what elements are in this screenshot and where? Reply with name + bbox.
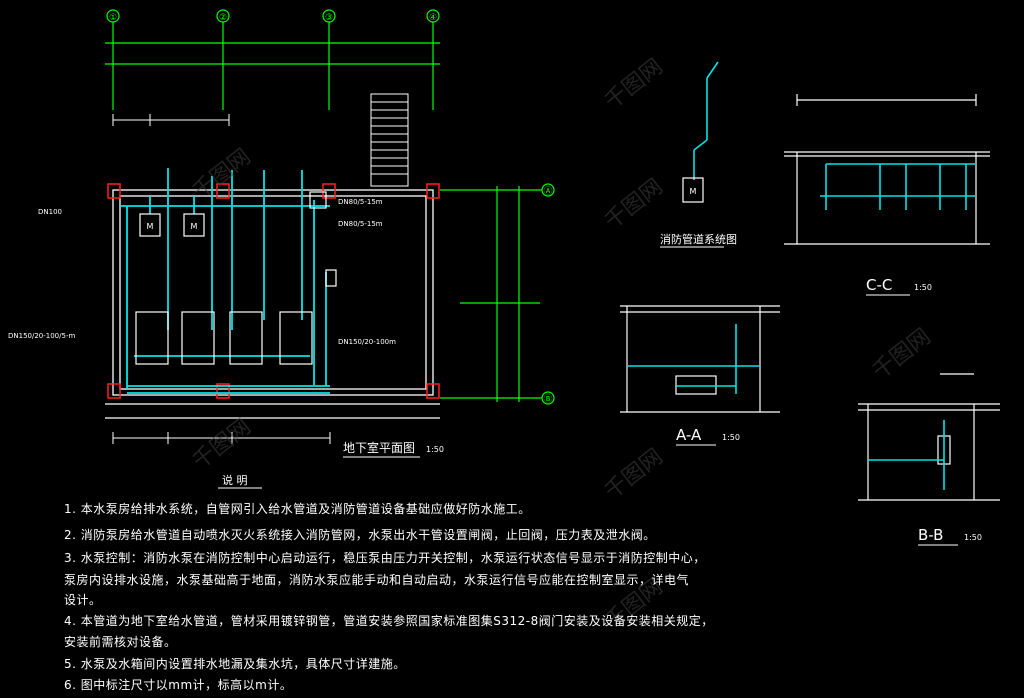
- note-item: 1. 本水泵房给排水系统，自管网引入给水管道及消防管道设备基础应做好防水施工。: [64, 502, 531, 516]
- row-mark-b: Ⓑ: [543, 394, 552, 405]
- row-mark-a: Ⓐ: [543, 186, 552, 197]
- note-item: 设计。: [64, 593, 102, 607]
- plan-scale: 1:50: [426, 445, 444, 454]
- axis-mark-2: ②: [219, 13, 227, 23]
- plan-title: 地下室平面图: [343, 440, 415, 455]
- axis-mark-1: ①: [109, 13, 117, 23]
- axis-mark-3: ③: [325, 13, 333, 23]
- watermark-7: 千图网: [868, 324, 935, 384]
- watermark-4: 千图网: [188, 414, 255, 474]
- watermark-2: 千图网: [600, 174, 667, 234]
- axis-grid-top: [105, 9, 440, 110]
- note-item: 安装前需核对设备。: [64, 635, 177, 649]
- plan-walls: [105, 189, 440, 419]
- aa-scale: 1:50: [722, 433, 740, 442]
- riser-diagram: [682, 61, 719, 203]
- note-item: 3. 水泵控制：消防水泵在消防控制中心启动运行，稳压泵由压力开关控制，水泵运行状…: [64, 551, 706, 565]
- plan-equipment: [135, 191, 337, 365]
- axis-marks: ① ② ③ ④: [109, 13, 437, 23]
- note-item: 5. 水泵及水箱间内设置排水地漏及集水坑，具体尺寸详建施。: [64, 657, 406, 671]
- watermarks: 千图网 千图网 千图网 千图网 千图网 千图网 千图网: [188, 54, 935, 634]
- note-item: 6. 图中标注尺寸以mm计，标高以m计。: [64, 678, 293, 692]
- plan-pipes: [120, 168, 330, 394]
- dimension-line-top: [112, 114, 230, 126]
- stair: [370, 93, 409, 187]
- equipment-tag-2: M: [191, 222, 198, 231]
- bb-title: B-B: [918, 526, 943, 544]
- pipe-label-4: DN150/20-100/5-m: [8, 332, 75, 340]
- riser-eq-tag: M: [690, 187, 697, 196]
- watermark-5: 千图网: [600, 444, 667, 504]
- section-aa: [620, 305, 780, 413]
- riser-title: 消防管道系统图: [660, 232, 737, 246]
- bb-scale: 1:50: [964, 533, 982, 542]
- aa-title: A-A: [676, 426, 702, 444]
- equipment-tag-1: M: [147, 222, 154, 231]
- pipe-label-2: DN80/5-15m: [338, 198, 383, 206]
- cc-scale: 1:50: [914, 283, 932, 292]
- structural-columns: [107, 183, 440, 399]
- note-item: 2. 消防泵房给水管道自动喷水灭火系统接入消防管网，水泵出水干管设置闸阀，止回阀…: [64, 528, 656, 542]
- watermark-1: 千图网: [600, 54, 667, 114]
- section-cc: [784, 94, 990, 245]
- note-item: 4. 本管道为地下室给水管道，管材采用镀锌钢管，管道安装参照国家标准图集S312…: [64, 614, 714, 628]
- notes-heading: 说 明: [222, 473, 248, 487]
- dimension-line-bottom: [112, 432, 331, 444]
- section-bb: [858, 373, 1000, 501]
- axis-grid-right: [440, 183, 555, 405]
- pipe-label-3: DN80/5-15m: [338, 220, 383, 228]
- pipe-label-5: DN150/20-100m: [338, 338, 396, 346]
- axis-mark-4: ④: [429, 13, 437, 23]
- note-item: 泵房内设排水设施，水泵基础高于地面，消防水泵应能手动和自动启动，水泵运行信号应能…: [64, 573, 690, 587]
- cc-title: C-C: [866, 276, 892, 294]
- pipe-label-1: DN100: [38, 208, 62, 216]
